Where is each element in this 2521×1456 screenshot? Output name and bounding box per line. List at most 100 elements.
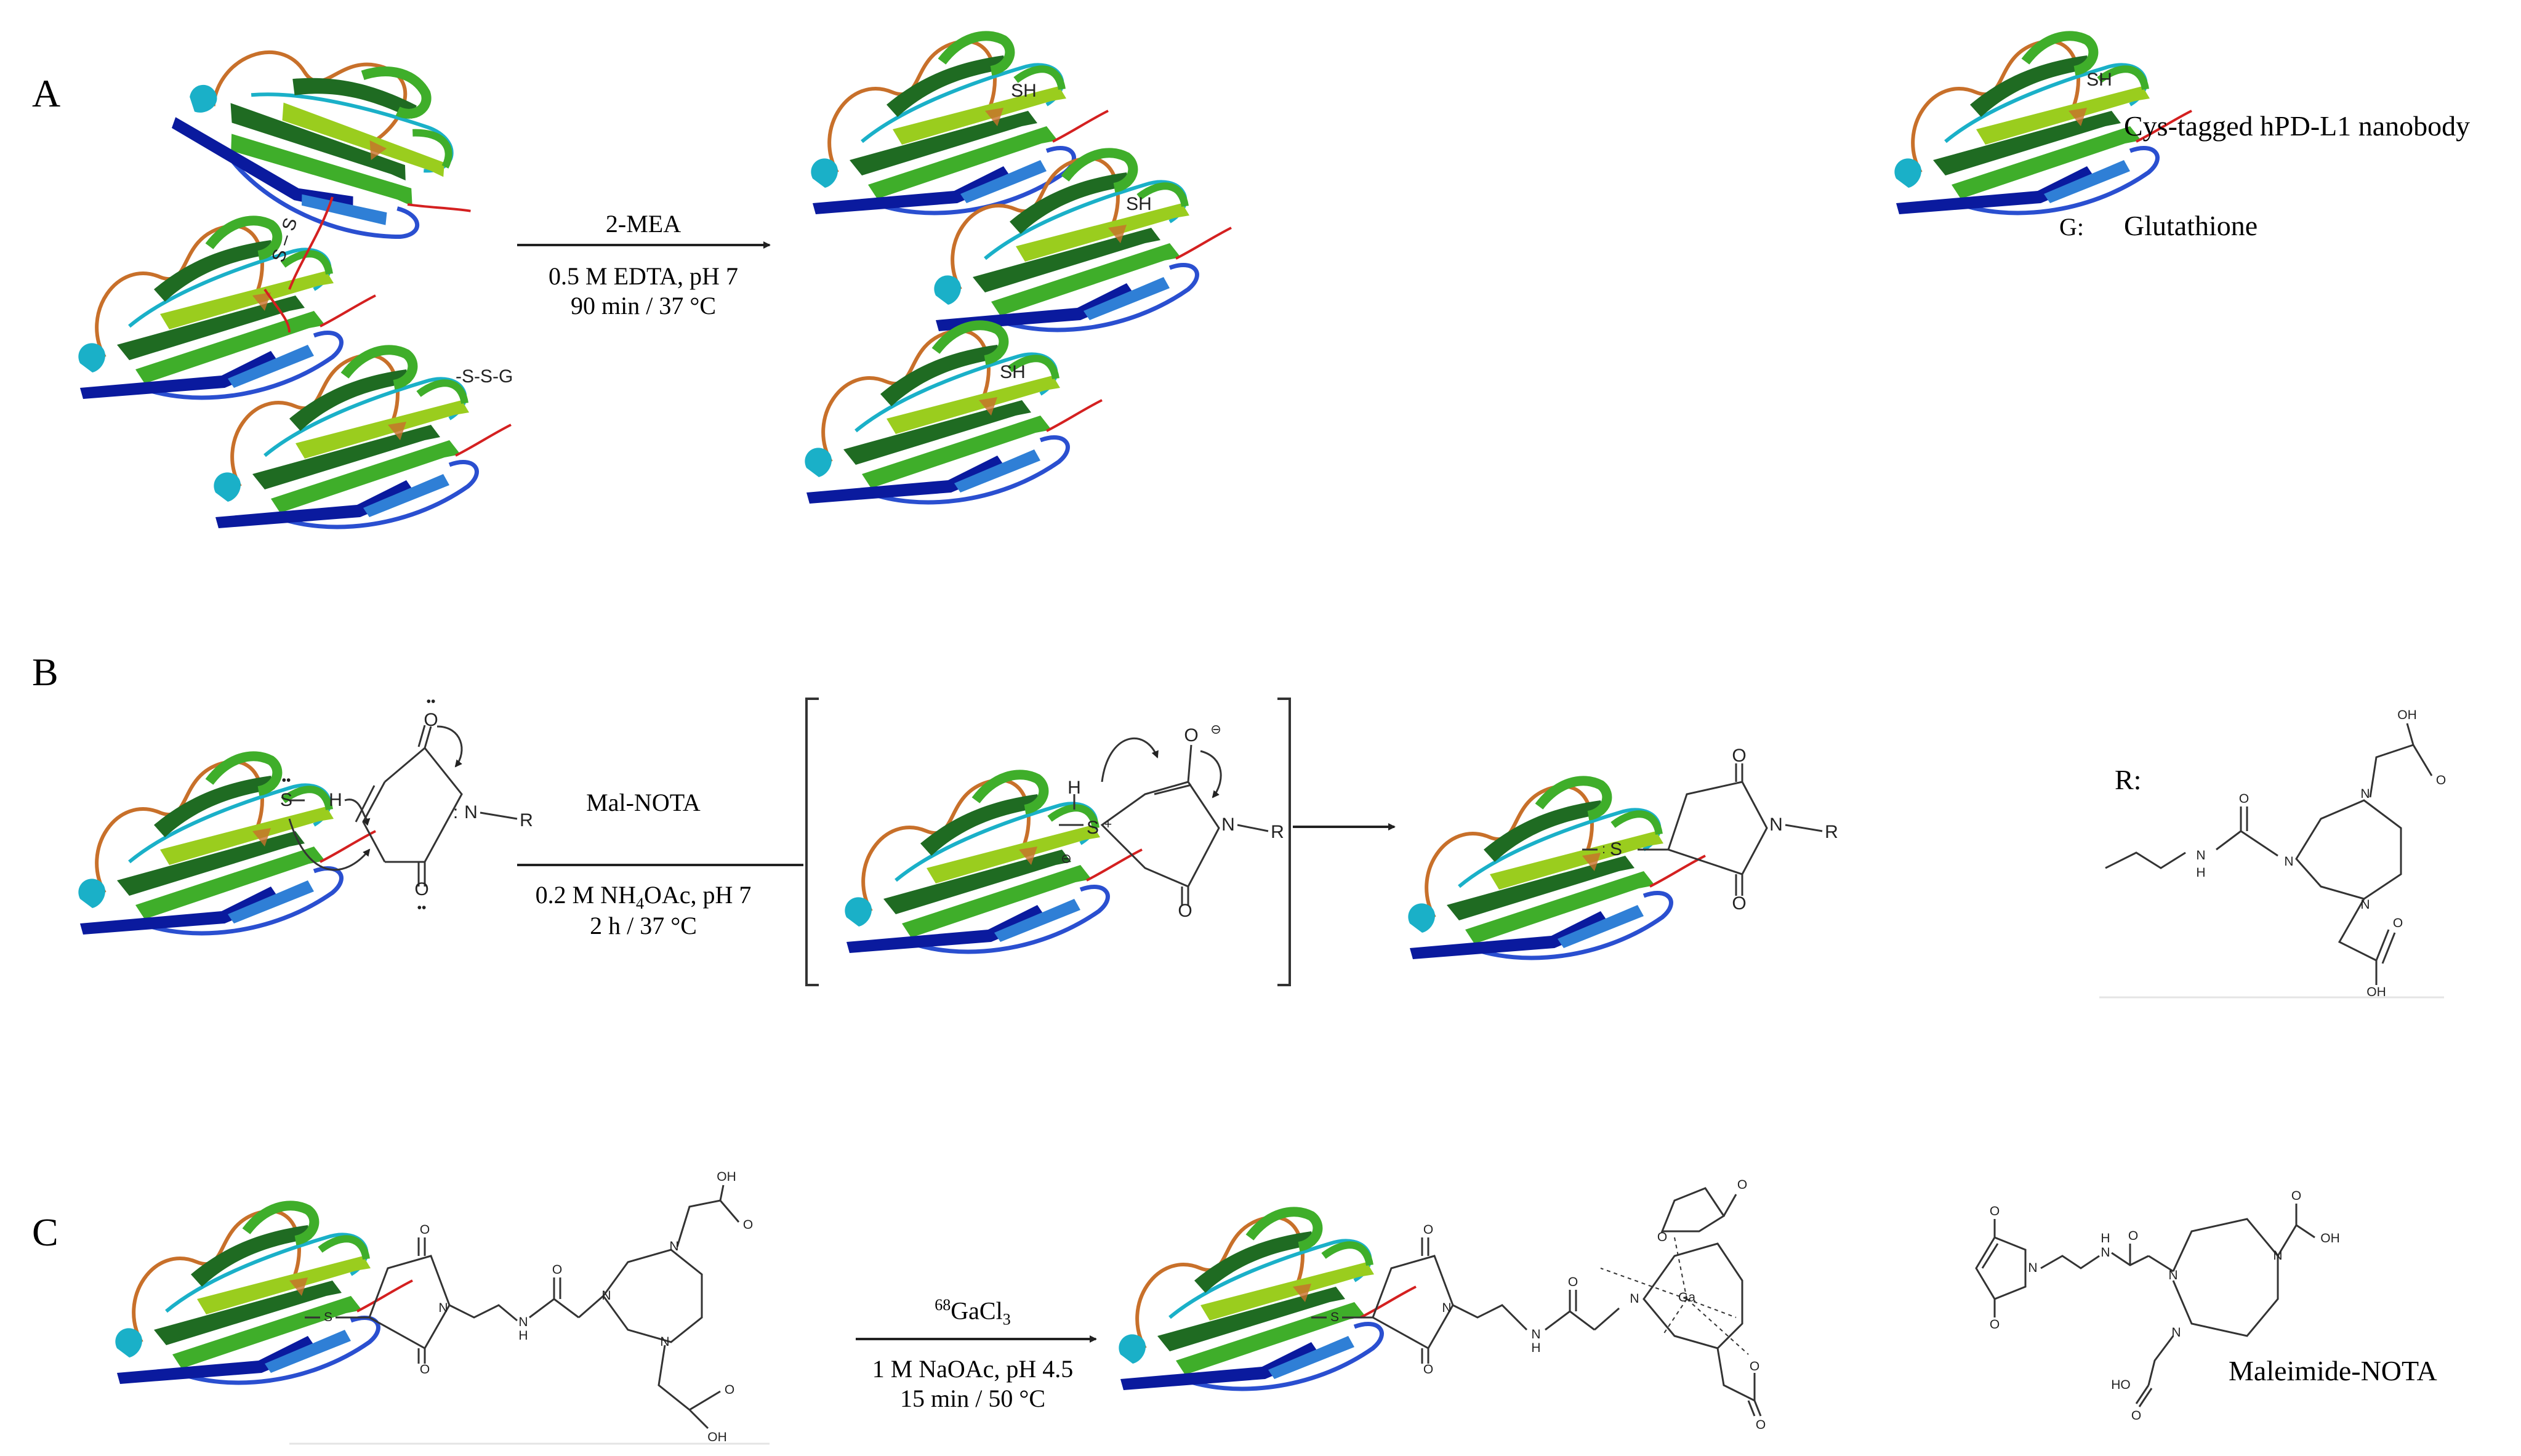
atom-bp-s-lp: : <box>1602 842 1606 856</box>
atom-bi-s: S <box>1086 818 1100 838</box>
atom-mn-nh: H <box>2101 1231 2110 1245</box>
atom-cp-nh: H <box>1531 1341 1541 1355</box>
atom-r-o-top: O <box>2435 773 2447 787</box>
nanobody-b-product <box>1408 781 1705 959</box>
atom-r-n: N <box>2196 848 2206 863</box>
legend-g-key: G: <box>2059 213 2084 241</box>
atom-c-o-bottom-acid: O <box>724 1383 735 1397</box>
atom-bi-o-top: O <box>1184 725 1199 746</box>
atom-bi-h: H <box>1068 778 1081 798</box>
atom-b-n-lp: : <box>452 802 459 823</box>
condition-b-line1: 0.2 M NH4OAc, pH 7 <box>535 881 752 912</box>
atom-b-o-bottom-lp: •• <box>417 901 427 915</box>
atom-b-h: H <box>329 790 342 810</box>
atom-bi-r: R <box>1271 822 1284 842</box>
atom-b-o-top-lp: •• <box>426 694 436 709</box>
atom-sh-2: SH <box>1126 194 1152 214</box>
atom-sh-legend: SH <box>2086 70 2112 90</box>
atom-mn-n-amide: N <box>2101 1245 2110 1260</box>
atom-r-o: O <box>2238 792 2250 806</box>
atom-cp-o-ring-bottom: O <box>1749 1359 1760 1374</box>
atom-r-o-bottom: O <box>2392 916 2403 930</box>
atom-cp-o-carbonyl-bottom: O <box>1755 1418 1766 1432</box>
atom-r-n-ring3: N <box>2360 898 2370 912</box>
atom-c-o-amide: O <box>552 1263 563 1277</box>
atom-mn-o-top: O <box>1989 1204 2000 1218</box>
r-group-structure <box>2105 723 2433 985</box>
atom-sh-1: SH <box>1011 81 1037 101</box>
legend-g-value: Glutathione <box>2124 210 2258 241</box>
nanobody-a-reactant-top <box>168 0 513 296</box>
panel-a <box>78 0 2192 528</box>
atom-bi-plus: + <box>1104 818 1112 832</box>
atom-bp-o-top: O <box>1732 746 1747 766</box>
atom-r-oh-bottom: OH <box>2366 985 2386 999</box>
atom-mn-o-acid-top: O <box>2291 1189 2302 1203</box>
atom-c-nh: H <box>518 1329 528 1343</box>
condition-b-reagent: Mal-NOTA <box>586 789 701 816</box>
condition-a-line1: 0.5 M EDTA, pH 7 <box>549 262 738 290</box>
atom-cp-o-top: O <box>1423 1223 1434 1237</box>
legend-nanobody-label: Cys-tagged hPD-L1 nanobody <box>2124 110 2471 142</box>
nanobody-c-product <box>1119 1212 1416 1390</box>
maleimide-nota-structure <box>1975 1204 2315 1407</box>
atom-cp-n-imide: N <box>1442 1301 1452 1315</box>
condition-a-reagent: 2-MEA <box>605 210 682 238</box>
panel-label-c: C <box>32 1210 58 1254</box>
condition-c-line2: 15 min / 50 °C <box>899 1385 1046 1412</box>
nanobody-b-start <box>78 756 376 935</box>
atom-mn-n-imide: N <box>2028 1261 2038 1275</box>
atom-mn-o-acid-bottom: O <box>2131 1409 2142 1423</box>
nanobody-a-product-1 <box>811 36 1108 214</box>
atom-b-r: R <box>520 810 533 831</box>
atom-bp-n: N <box>1769 814 1783 835</box>
panel-label-a: A <box>32 71 61 115</box>
atom-cp-s: S <box>1330 1310 1340 1324</box>
atom-c-o-top: O <box>419 1223 430 1237</box>
panel-c <box>115 1185 2315 1445</box>
atom-mn-ho-bottom: HO <box>2111 1378 2131 1392</box>
atom-r-n-ring2: N <box>2360 787 2370 801</box>
atom-bi-o-neg: ⊖ <box>1210 722 1221 737</box>
atom-r-nh: H <box>2196 866 2206 880</box>
atom-b-s-lp: •• <box>281 773 291 787</box>
atom-b-s: S <box>279 790 293 810</box>
condition-a-line2: 90 min / 37 °C <box>570 292 717 320</box>
atom-mn-o-bottom: O <box>1989 1317 2000 1332</box>
atom-c-n-ring3: N <box>660 1335 670 1349</box>
atom-c-oh-top: OH <box>717 1170 736 1184</box>
bracket-right <box>1277 698 1291 986</box>
atom-cp-o-bottom: O <box>1423 1362 1434 1377</box>
condition-c-reagent: 68GaCl3 <box>935 1296 1011 1329</box>
atom-mn-n-ring3: N <box>2171 1325 2181 1340</box>
atom-r-n-ring1: N <box>2284 855 2294 869</box>
atom-sh-3: SH <box>1000 362 1026 382</box>
atom-bp-r: R <box>1825 822 1838 842</box>
bracket-left <box>805 698 819 986</box>
atom-bi-n: N <box>1221 814 1235 835</box>
nanobody-a-product-3 <box>805 325 1102 504</box>
atom-mn-oh-top: OH <box>2320 1231 2340 1245</box>
atom-cp-o-carbonyl-top: O <box>1737 1178 1748 1192</box>
atom-cp-o-amide: O <box>1567 1275 1578 1289</box>
atom-ssg: -S-S-G <box>456 366 513 387</box>
atom-r-oh-top: OH <box>2397 708 2417 722</box>
atom-bp-s: S <box>1609 839 1623 859</box>
atom-cp-n-amide: N <box>1531 1327 1541 1341</box>
atom-c-n-imide: N <box>438 1301 448 1315</box>
panel-b <box>78 698 2444 999</box>
legend-maleimide-nota: Maleimide-NOTA <box>2229 1355 2437 1386</box>
atom-cp-ga: Ga <box>1678 1290 1696 1305</box>
nanobody-c-start <box>115 1205 412 1384</box>
atom-c-s: S <box>323 1310 333 1324</box>
nanobody-b-intermediate <box>845 774 1142 953</box>
atom-b-o-bottom: O <box>414 879 429 899</box>
atom-bp-o-bottom: O <box>1732 893 1747 914</box>
atom-c-o-bottom: O <box>419 1362 430 1377</box>
atom-c-n-ring2: N <box>669 1239 679 1253</box>
condition-c-line1: 1 M NaOAc, pH 4.5 <box>872 1355 1074 1383</box>
condition-b-line2: 2 h / 37 °C <box>590 912 697 939</box>
atom-cp-n-ring: N <box>1630 1292 1639 1306</box>
atom-mn-n-ring2: N <box>2273 1249 2283 1263</box>
